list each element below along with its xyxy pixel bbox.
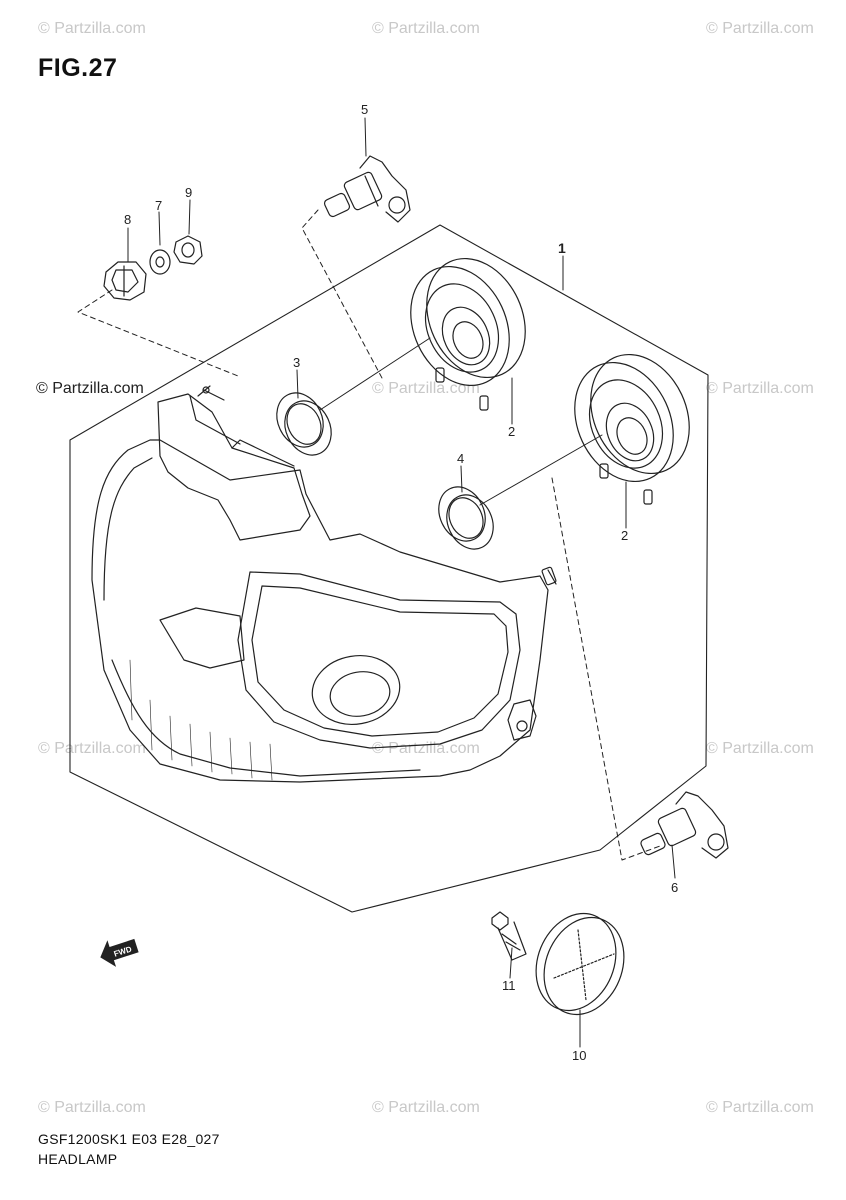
watermark-low-center: © Partzilla.com	[372, 740, 480, 757]
watermark-top-right: © Partzilla.com	[706, 20, 814, 37]
callout-5: 5	[361, 102, 369, 117]
guide-lines	[77, 209, 661, 861]
figure-title: FIG.27	[38, 54, 118, 82]
watermark-bottom-center: © Partzilla.com	[372, 1099, 480, 1116]
watermark-low-right: © Partzilla.com	[706, 740, 814, 757]
watermark-top-left: © Partzilla.com	[38, 20, 146, 37]
watermark-bottom-left: © Partzilla.com	[38, 1099, 146, 1116]
footer-model-code: GSF1200SK1 E03 E28_027	[38, 1131, 220, 1147]
bulb-6-drawing	[640, 791, 729, 859]
callout-8: 8	[124, 212, 132, 227]
washer-7-drawing	[149, 249, 171, 275]
reflector-2-upper-drawing	[410, 257, 526, 411]
headlamp-housing-drawing	[91, 385, 557, 783]
watermark-bottom-right: © Partzilla.com	[706, 1099, 814, 1116]
watermark-mid-left: © Partzilla.com	[36, 380, 144, 397]
callout-3: 3	[293, 355, 301, 370]
callout-2-upper: 2	[508, 424, 516, 439]
callout-9: 9	[185, 185, 193, 200]
watermark-mid-right: © Partzilla.com	[706, 380, 814, 397]
callout-10: 10	[572, 1048, 587, 1063]
bulb-5-drawing	[323, 155, 411, 223]
ring-4-drawing	[438, 486, 494, 550]
leader-lines	[127, 117, 676, 1048]
forward-arrow-icon: FWD	[100, 938, 139, 967]
guide-line-bulb-6	[551, 477, 661, 861]
nut-9-drawing	[173, 235, 203, 265]
callout-4: 4	[457, 451, 465, 466]
assembly-outline	[69, 224, 709, 913]
footer-section-name: HEADLAMP	[38, 1151, 118, 1167]
nut-8-drawing	[103, 261, 147, 301]
callout-2-lower: 2	[621, 528, 629, 543]
callout-11: 11	[502, 978, 516, 993]
reflector-2-lower-drawing	[574, 353, 690, 505]
callout-1: 1	[558, 240, 566, 256]
bolt-11-drawing	[491, 911, 527, 961]
callout-7: 7	[155, 198, 163, 213]
cap-10-drawing	[535, 912, 625, 1016]
guide-line-nut-8	[77, 289, 239, 377]
watermark-low-left: © Partzilla.com	[38, 740, 146, 757]
guide-line-bulb-5	[301, 209, 383, 379]
ring-3-drawing	[276, 392, 332, 456]
callout-6: 6	[671, 880, 679, 895]
watermark-top-center: © Partzilla.com	[372, 20, 480, 37]
watermark-mid-center: © Partzilla.com	[372, 380, 480, 397]
